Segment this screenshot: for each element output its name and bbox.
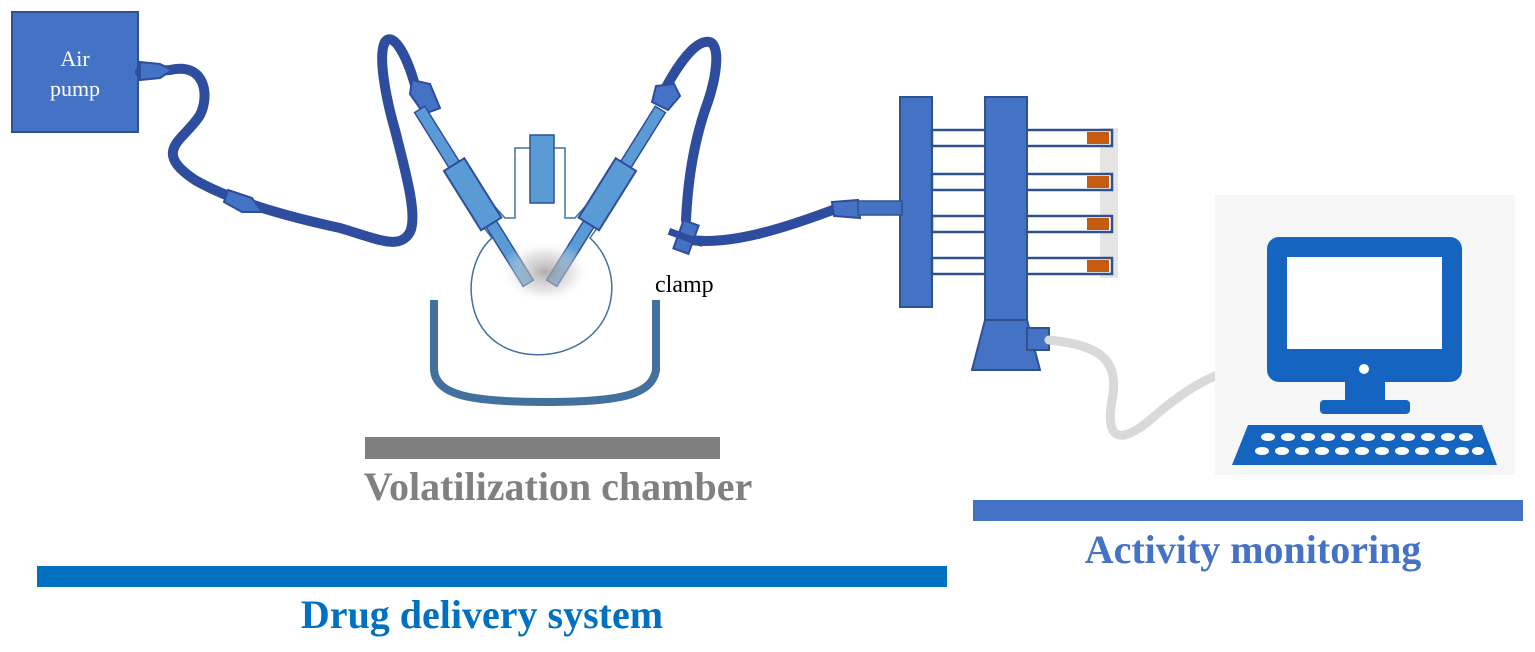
clamp-label: clamp [655, 272, 714, 298]
heating-bath [430, 300, 660, 407]
air-pump-label-line1: Air [60, 46, 90, 71]
computer-stand [1345, 382, 1385, 402]
monitor-column [984, 96, 1028, 321]
tube-chamber-to-monitor [685, 203, 843, 246]
drug-vapor-mist [500, 240, 590, 304]
volatilization-chamber: Volatilization chamber [364, 105, 753, 509]
drug-delivery-section: Drug delivery system [37, 566, 947, 637]
volatilization-chamber-label: Volatilization chamber [364, 464, 753, 509]
air-pump-label-line2: pump [50, 76, 100, 101]
computer [1215, 195, 1515, 475]
tube-connectors [139, 60, 862, 220]
tube-pump-to-chamber [135, 34, 420, 247]
air-pump: Air pump [11, 11, 139, 133]
activity-monitoring-label: Activity monitoring [1085, 527, 1422, 572]
chamber-base-plate [365, 437, 720, 459]
connector-left-neck [408, 78, 442, 116]
activity-monitoring-section: Activity monitoring [973, 500, 1523, 572]
flask-center-stopper [529, 134, 555, 204]
computer-keyboard [1232, 425, 1497, 465]
connector-mid [222, 188, 264, 213]
drug-delivery-system-label: Drug delivery system [301, 592, 663, 637]
computer-screen [1287, 257, 1442, 349]
drug-delivery-bar [37, 566, 947, 587]
tube-right-arm [657, 36, 722, 225]
activity-monitor-device [857, 96, 1275, 440]
connector-inlet-monitor [830, 198, 862, 220]
air-manifold [899, 96, 933, 308]
monitor-base [970, 319, 1042, 371]
activity-monitoring-bar [973, 500, 1523, 521]
keyboard-keys [1255, 433, 1484, 455]
connector-pump-outlet [139, 60, 174, 82]
tubing [135, 34, 843, 247]
data-cable [1044, 335, 1275, 440]
clamp: clamp [655, 218, 714, 298]
connector-right-neck [650, 82, 682, 112]
